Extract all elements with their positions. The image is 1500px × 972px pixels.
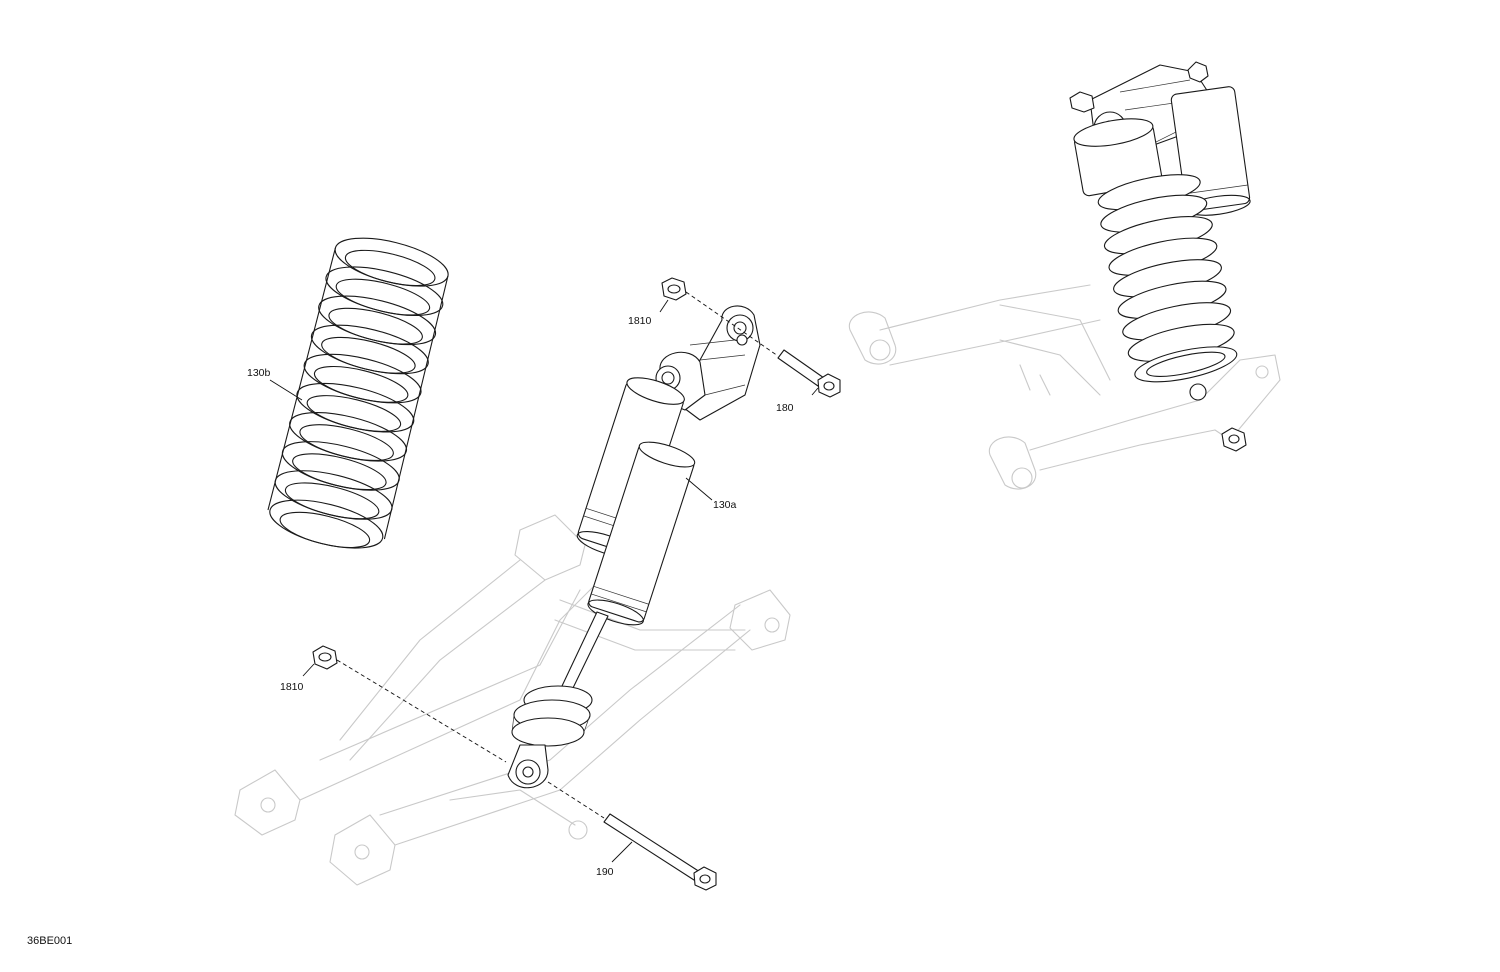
ghost-a-arm-left (234, 514, 791, 886)
flange-nut-1810-top (661, 277, 687, 301)
callout-190: 190 (596, 866, 614, 878)
callout-1810-bottom: 1810 (280, 681, 304, 693)
bolt-190 (603, 813, 717, 891)
flange-nut-1810-bottom (312, 645, 338, 670)
callout-130a: 130a (713, 499, 737, 511)
coil-spring-130b (267, 237, 449, 549)
leader-lines (269, 299, 819, 863)
callout-1810-top: 1810 (628, 315, 652, 327)
bolt-180 (777, 349, 841, 398)
assembled-shock (1069, 61, 1251, 452)
figure-code: 36BE001 (27, 935, 72, 947)
callout-180: 180 (776, 402, 794, 414)
assembly-axis-lines (336, 291, 779, 819)
callout-130b: 130b (247, 367, 271, 379)
shock-absorber-130a (507, 305, 761, 789)
